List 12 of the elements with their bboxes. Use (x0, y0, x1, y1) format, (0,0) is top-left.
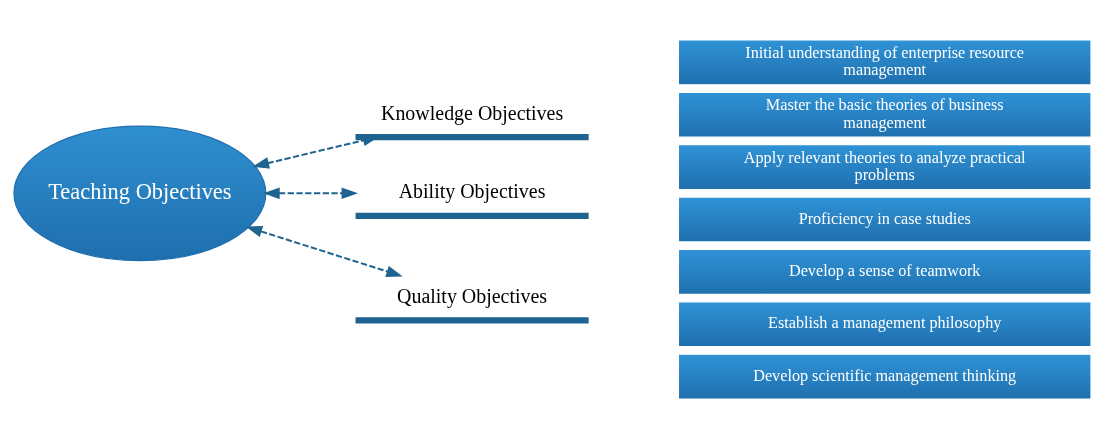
node-box: Proficiency in case studies (677, 196, 1092, 243)
node-box: Establish a management philosophy (677, 301, 1092, 348)
node-box: Develop a sense of teamwork (677, 248, 1092, 295)
node-text: Ability Objectives (398, 180, 546, 203)
node-box: Apply relevant theories to analyze practical problems (677, 144, 1092, 191)
node-box: Master the basic theories of business management (677, 91, 1092, 138)
node-text: Knowledge Objectives (381, 101, 564, 124)
node-box: Develop scientific management thinking (677, 353, 1092, 400)
node-text: Quality Objectives (397, 284, 548, 307)
node-box: Initial understanding of enterprise resource management (677, 39, 1092, 86)
arrow (263, 187, 359, 200)
arrow (245, 226, 403, 277)
